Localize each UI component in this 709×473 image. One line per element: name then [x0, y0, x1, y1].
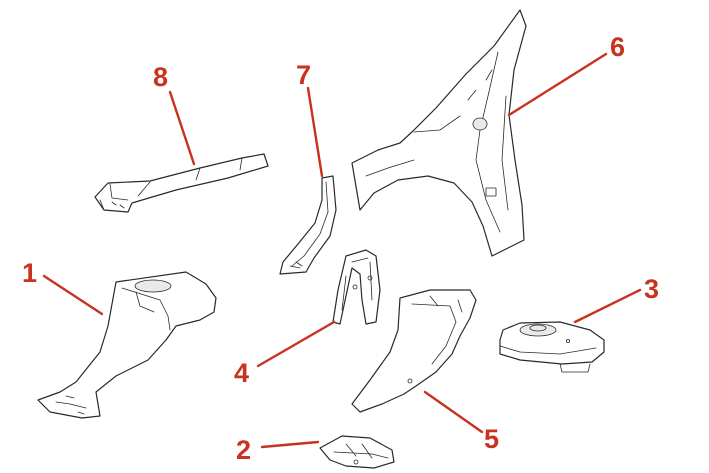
callout-5: 5	[484, 424, 499, 454]
callout-labels: 1 2 3 4 5 6 7 8	[22, 32, 659, 465]
leader-line-6	[507, 52, 608, 117]
part-5-inner-wheelhouse	[351, 289, 477, 413]
callout-1: 1	[22, 258, 37, 288]
callout-7: 7	[296, 60, 311, 90]
leader-line-7	[306, 86, 324, 178]
callout-4: 4	[234, 358, 249, 388]
part-8-frame-rail	[94, 153, 269, 213]
part-2-mount-bracket	[319, 435, 395, 469]
part-3-strut-cap	[499, 321, 605, 373]
part-7-pillar-bracket	[279, 175, 337, 275]
callout-6: 6	[610, 32, 625, 62]
leader-line-1	[42, 274, 104, 316]
leader-line-8	[168, 90, 196, 166]
callout-2: 2	[236, 435, 251, 465]
part-6-fender-apron	[351, 9, 527, 257]
leader-line-2	[260, 440, 320, 449]
leader-line-5	[423, 390, 484, 434]
callout-8: 8	[153, 62, 168, 92]
leader-line-3	[573, 288, 642, 324]
callout-3: 3	[644, 274, 659, 304]
part-1-strut-tower	[37, 271, 217, 419]
leader-line-4	[256, 320, 336, 368]
part-4-bracket	[332, 249, 381, 325]
leader-lines	[42, 52, 642, 449]
